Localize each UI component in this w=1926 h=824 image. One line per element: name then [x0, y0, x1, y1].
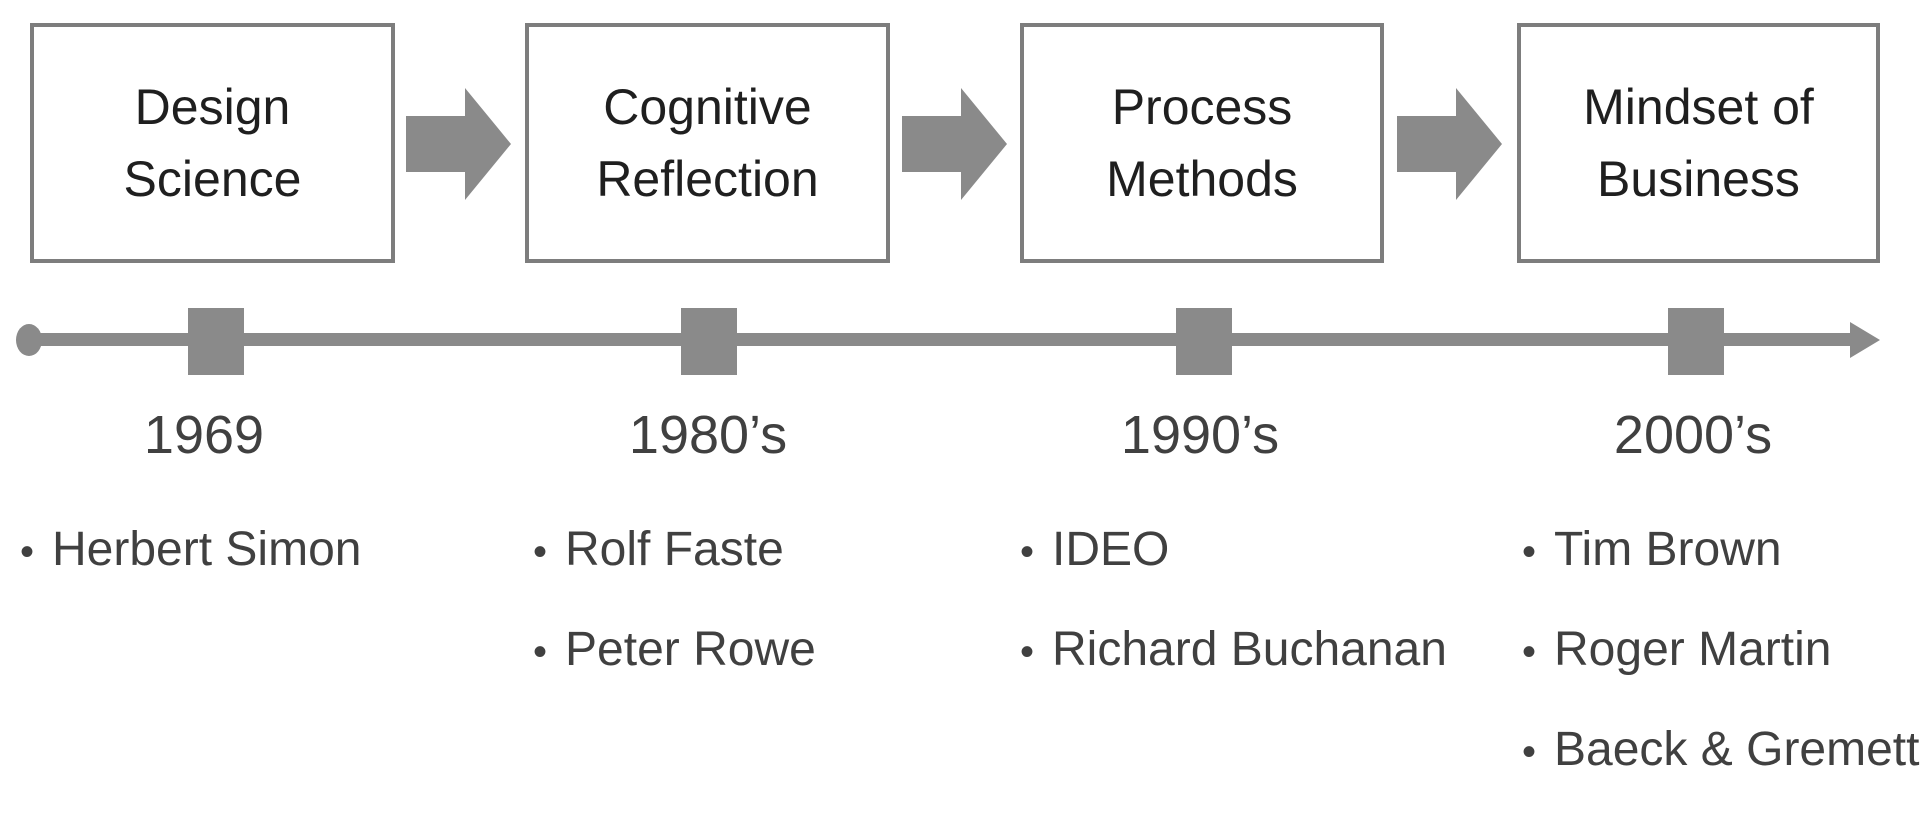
arrow-right-icon	[406, 88, 511, 200]
bullet-icon: •	[1020, 530, 1035, 574]
person-name: Richard Buchanan	[1052, 623, 1447, 676]
list-item: • IDEO	[1020, 524, 1447, 624]
bullet-icon: •	[1522, 530, 1537, 574]
year-label-1990s: 1990’s	[1120, 405, 1280, 465]
timeline-marker-1969	[188, 308, 244, 375]
arrow-right-icon	[1397, 88, 1502, 200]
list-item: • Peter Rowe	[533, 624, 816, 724]
stage-box-process-methods: Process Methods	[1020, 23, 1384, 263]
timeline-marker-1980s	[681, 308, 737, 375]
person-name: Herbert Simon	[52, 523, 362, 576]
list-item: • Herbert Simon	[20, 524, 361, 624]
stage-title-line: Design	[134, 79, 291, 135]
person-name: Tim Brown	[1554, 523, 1782, 576]
stage-title-line: Business	[1597, 151, 1800, 207]
timeline-line	[19, 333, 1852, 346]
list-item: • Baeck & Gremett	[1522, 724, 1919, 824]
bullet-icon: •	[1522, 630, 1537, 674]
person-name: Rolf Faste	[565, 523, 784, 576]
stage-title-line: Science	[123, 151, 302, 207]
bullet-icon: •	[533, 630, 548, 674]
people-list-1969: • Herbert Simon	[20, 524, 361, 624]
people-list-2000s: • Tim Brown • Roger Martin • Baeck & Gre…	[1522, 524, 1919, 824]
list-item: • Tim Brown	[1522, 524, 1919, 624]
bullet-icon: •	[1522, 730, 1537, 774]
stage-title-line: Methods	[1106, 151, 1298, 207]
stage-title-line: Process	[1111, 79, 1293, 135]
bullet-icon: •	[533, 530, 548, 574]
stage-title-line: Cognitive	[603, 79, 812, 135]
year-label-2000s: 2000’s	[1613, 405, 1773, 465]
bullet-icon: •	[1020, 630, 1035, 674]
stage-box-design-science: Design Science	[30, 23, 395, 263]
stage-box-cognitive-reflection: Cognitive Reflection	[525, 23, 890, 263]
list-item: • Roger Martin	[1522, 624, 1919, 724]
person-name: Baeck & Gremett	[1554, 723, 1920, 776]
timeline-marker-1990s	[1176, 308, 1232, 375]
people-list-1980s: • Rolf Faste • Peter Rowe	[533, 524, 816, 724]
stage-title-line: Mindset of	[1583, 79, 1814, 135]
stage-box-mindset-of-business: Mindset of Business	[1517, 23, 1880, 263]
person-name: IDEO	[1052, 523, 1170, 576]
list-item: • Rolf Faste	[533, 524, 816, 624]
bullet-icon: •	[20, 530, 35, 574]
timeline-marker-2000s	[1668, 308, 1724, 375]
year-label-1980s: 1980’s	[628, 405, 788, 465]
person-name: Peter Rowe	[565, 623, 816, 676]
timeline-arrowhead-icon	[1850, 322, 1880, 358]
people-list-1990s: • IDEO • Richard Buchanan	[1020, 524, 1447, 724]
year-label-1969: 1969	[143, 405, 265, 465]
timeline-start-dot	[16, 324, 42, 356]
arrow-right-icon	[902, 88, 1007, 200]
list-item: • Richard Buchanan	[1020, 624, 1447, 724]
person-name: Roger Martin	[1554, 623, 1832, 676]
stage-title-line: Reflection	[596, 151, 819, 207]
